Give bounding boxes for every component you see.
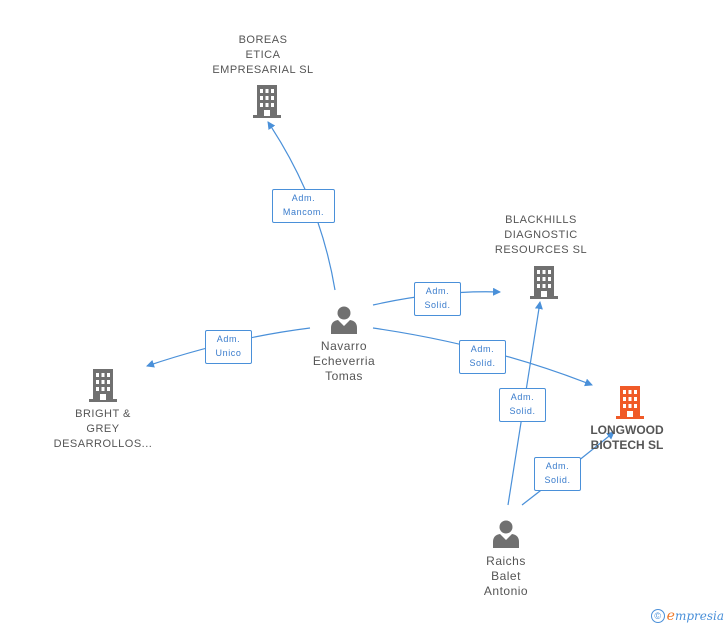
- label-line: Mancom.: [282, 207, 325, 217]
- company-bright-grey-label: BRIGHT & GREY DESARROLLOS...: [38, 407, 168, 452]
- label-line: LONGWOOD: [590, 423, 664, 437]
- label-line: Balet: [491, 569, 521, 583]
- person-icon: [493, 520, 519, 548]
- person-navarro-label: Navarro Echeverria Tomas: [289, 339, 399, 384]
- label-line: Unico: [215, 348, 242, 358]
- company-bright-grey[interactable]: BRIGHT & GREY DESARROLLOS...: [38, 407, 168, 452]
- person-raichs[interactable]: Raichs Balet Antonio: [451, 554, 561, 599]
- company-boreas[interactable]: BOREAS ETICA EMPRESARIAL SL: [198, 33, 328, 78]
- edge-label-navarro-boreas[interactable]: Adm. Mancom.: [272, 189, 335, 223]
- edge-label-navarro-bright[interactable]: Adm. Unico: [205, 330, 252, 364]
- company-blackhills-label: BLACKHILLS DIAGNOSTIC RESOURCES SL: [475, 213, 607, 258]
- label-line: Adm.: [470, 344, 495, 354]
- building-icon: [89, 369, 117, 402]
- label-line: Echeverria: [312, 354, 376, 368]
- building-icon: [253, 85, 281, 118]
- label-line: Antonio: [483, 584, 529, 598]
- label-line: EMPRESARIAL SL: [212, 64, 314, 76]
- label-line: Navarro: [320, 339, 368, 353]
- label-line: Adm.: [216, 334, 241, 344]
- label-line: RESOURCES SL: [494, 244, 588, 256]
- edge-label-raichs-longwood[interactable]: Adm. Solid.: [534, 457, 581, 491]
- company-boreas-label: BOREAS ETICA EMPRESARIAL SL: [198, 33, 328, 78]
- label-line: Adm.: [425, 286, 450, 296]
- building-icon: [530, 266, 558, 299]
- company-longwood[interactable]: LONGWOOD BIOTECH SL: [572, 423, 682, 453]
- edge-label-raichs-blackhills[interactable]: Adm. Solid.: [499, 388, 546, 422]
- person-navarro[interactable]: Navarro Echeverria Tomas: [289, 339, 399, 384]
- edge-label-navarro-blackhills[interactable]: Adm. Solid.: [414, 282, 461, 316]
- label-line: Solid.: [544, 475, 571, 485]
- empresia-brand-text: mpresia: [674, 609, 724, 623]
- label-line: GREY: [86, 423, 120, 435]
- person-icon: [331, 306, 357, 334]
- label-line: Adm.: [510, 392, 535, 402]
- label-line: ETICA: [245, 49, 281, 61]
- label-line: BRIGHT &: [75, 408, 131, 420]
- person-raichs-label: Raichs Balet Antonio: [451, 554, 561, 599]
- company-longwood-label: LONGWOOD BIOTECH SL: [572, 423, 682, 453]
- empresia-copyright[interactable]: ©empresia: [650, 608, 724, 624]
- company-blackhills[interactable]: BLACKHILLS DIAGNOSTIC RESOURCES SL: [475, 213, 607, 258]
- label-line: BOREAS: [238, 34, 288, 46]
- label-line: Tomas: [325, 369, 363, 383]
- label-line: Solid.: [509, 406, 536, 416]
- label-line: BLACKHILLS: [505, 214, 577, 226]
- label-line: Adm.: [545, 461, 570, 471]
- label-line: Raichs: [486, 554, 526, 568]
- label-line: Solid.: [469, 358, 496, 368]
- label-line: DIAGNOSTIC: [504, 229, 578, 241]
- copyright-icon: ©: [650, 609, 665, 623]
- building-icon: [616, 386, 644, 419]
- label-line: DESARROLLOS...: [53, 438, 153, 450]
- empresia-logo-e: e: [666, 608, 675, 624]
- label-line: Adm.: [291, 193, 316, 203]
- label-line: BIOTECH SL: [590, 438, 664, 452]
- edge-label-navarro-longwood[interactable]: Adm. Solid.: [459, 340, 506, 374]
- label-line: Solid.: [424, 300, 451, 310]
